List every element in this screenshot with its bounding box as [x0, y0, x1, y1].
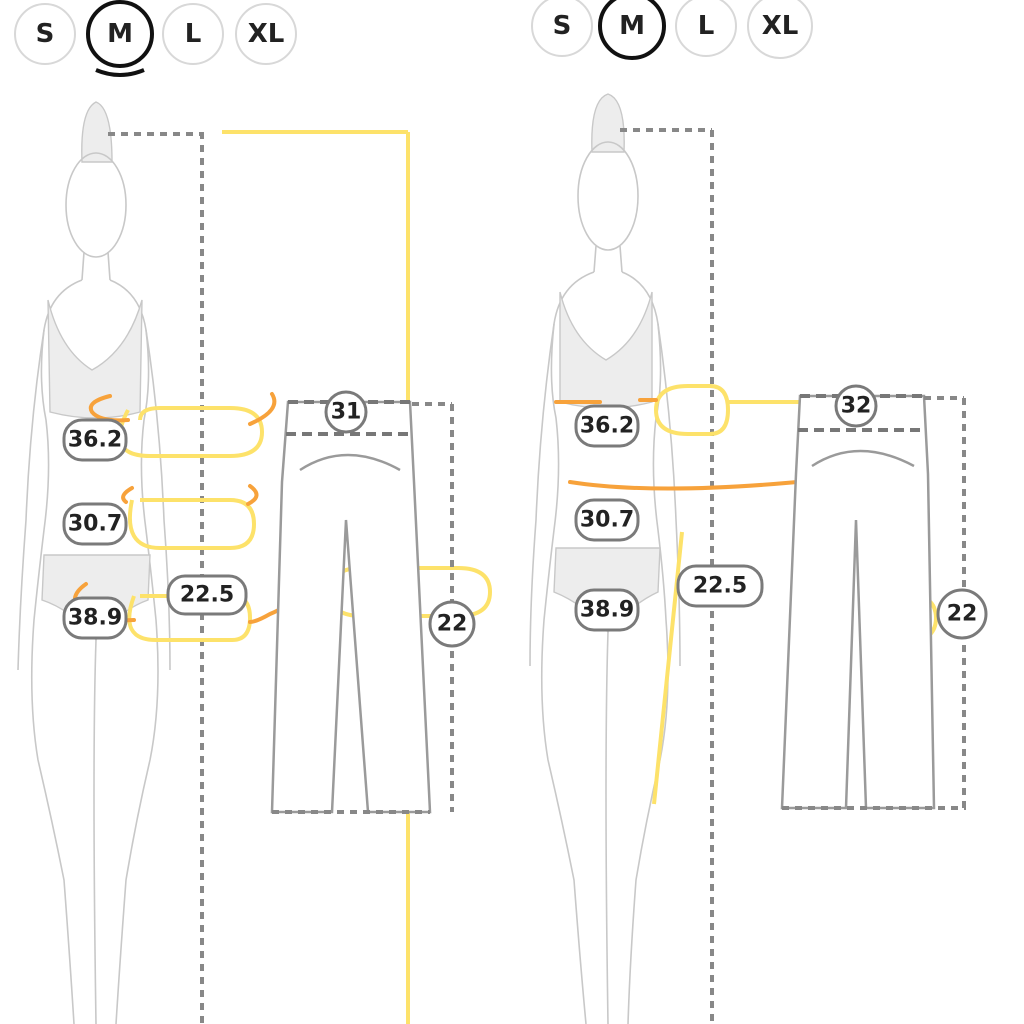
size-option-m[interactable]: M — [598, 0, 666, 60]
pants-outline — [780, 394, 936, 810]
leg-split — [605, 631, 609, 1024]
hip-measure-pill: 38.9 — [574, 588, 640, 632]
left-panel: S M L XL — [14, 0, 493, 1024]
inseam-pill: 22 — [936, 588, 988, 640]
thigh-measure-pill: 22.5 — [676, 564, 764, 608]
top-garment — [47, 299, 143, 419]
thigh-value: 22.5 — [180, 583, 234, 608]
neck — [593, 245, 623, 273]
hip-measure-pill: 38.9 — [62, 596, 128, 640]
size-option-l[interactable]: L — [162, 3, 224, 65]
waist-measure-pill: 30.7 — [574, 498, 640, 542]
torso-outline — [30, 279, 159, 1024]
inseam-pill: 22 — [428, 600, 476, 648]
size-option-m[interactable]: M — [86, 0, 154, 77]
waist-loop — [121, 484, 259, 550]
arm-left — [529, 323, 555, 667]
right-panel: S M L XL — [529, 0, 988, 1024]
torso-outline — [540, 271, 669, 1024]
pants-crotch-curve — [299, 453, 401, 472]
thigh-measure-pill: 22.5 — [166, 574, 248, 616]
size-option-s[interactable]: S — [531, 0, 593, 57]
size-option-label: S — [36, 19, 55, 49]
waist-measure-pill: 30.7 — [62, 502, 128, 546]
size-option-xl[interactable]: XL — [747, 0, 813, 59]
size-selector: S M L XL — [14, 0, 297, 77]
arm-right — [145, 329, 171, 671]
neck — [81, 251, 111, 281]
body-figure — [17, 101, 171, 1024]
hip-value: 38.9 — [580, 598, 634, 623]
size-option-l[interactable]: L — [675, 0, 737, 57]
hair-bun — [591, 93, 625, 153]
size-option-label: M — [619, 11, 645, 41]
size-option-s[interactable]: S — [14, 3, 76, 65]
waist-line — [568, 478, 820, 491]
pants-illustration — [270, 400, 454, 814]
size-option-xl[interactable]: XL — [235, 3, 297, 65]
bust-value: 36.2 — [580, 414, 634, 439]
pants-outline — [270, 400, 432, 814]
size-selector: S M L XL — [531, 0, 813, 60]
bust-measure-pill: 36.2 — [62, 418, 128, 462]
size-option-label: L — [698, 11, 715, 41]
hip-value: 38.9 — [68, 606, 122, 631]
pants-illustration — [780, 394, 966, 810]
inseam-value: 22 — [437, 612, 468, 637]
size-option-label: M — [107, 19, 133, 49]
pants-crotch-curve — [811, 449, 915, 468]
size-option-label: XL — [762, 11, 799, 41]
pants-waist-value: 32 — [841, 394, 872, 419]
arm-right — [657, 323, 681, 667]
pants-waist-pill: 32 — [834, 384, 878, 428]
thigh-diagonal-guide — [652, 531, 684, 805]
head — [577, 141, 639, 251]
hair-bun — [81, 101, 113, 163]
leg-split — [93, 639, 97, 1024]
waist-value: 30.7 — [68, 512, 122, 537]
size-option-label: L — [185, 19, 202, 49]
body-figure — [529, 93, 681, 1024]
bust-loop-accent — [554, 398, 658, 404]
inseam-value: 22 — [947, 602, 978, 627]
thigh-value: 22.5 — [693, 574, 747, 599]
size-option-label: S — [553, 11, 572, 41]
size-option-label: XL — [248, 19, 285, 49]
bust-measure-pill: 36.2 — [574, 404, 640, 448]
waist-value: 30.7 — [580, 508, 634, 533]
head — [65, 152, 127, 258]
pants-waist-value: 31 — [331, 400, 362, 425]
bust-value: 36.2 — [68, 428, 122, 453]
bust-loop — [653, 384, 731, 436]
arm-left — [17, 329, 45, 671]
top-garment — [559, 291, 653, 409]
pants-waist-pill: 31 — [324, 390, 368, 434]
